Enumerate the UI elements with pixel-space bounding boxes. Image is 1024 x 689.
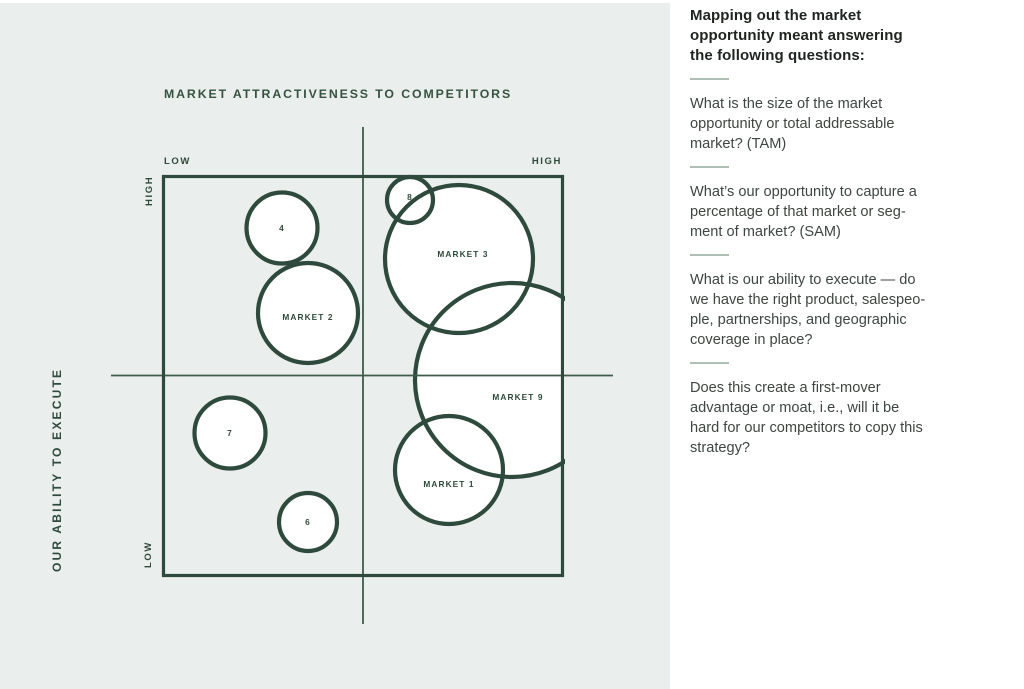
bubble-fill-market-2 xyxy=(258,263,358,363)
bubble-label-4: 4 xyxy=(279,223,285,233)
bubble-market-9 xyxy=(412,280,565,480)
bubble-label-market-9: MARKET 9 xyxy=(492,392,543,402)
bubble-market-3 xyxy=(382,182,536,336)
bubble-fill-7 xyxy=(194,397,266,469)
bubble-label-market-3: MARKET 3 xyxy=(437,249,488,259)
bubble-4 xyxy=(244,190,320,266)
section-divider xyxy=(690,254,729,256)
bubble-fill-4 xyxy=(246,192,318,264)
bubble-market-2 xyxy=(255,260,361,366)
matrix-frame xyxy=(161,174,565,578)
bubble-fill-market-1 xyxy=(395,416,503,524)
y-axis-title: OUR ABILITY TO EXECUTE xyxy=(50,368,64,572)
question-tam: What is the size of the market opportuni… xyxy=(690,96,895,152)
bubble-fill-6 xyxy=(279,493,337,551)
section-divider xyxy=(690,166,729,168)
bubble-6 xyxy=(276,490,340,554)
commentary-heading: Mapping out the market opportunity meant… xyxy=(690,7,903,64)
section-divider xyxy=(690,362,729,364)
bubble-7 xyxy=(192,395,268,471)
question-first-mover: Does this create a first-mover advantage… xyxy=(690,380,923,456)
bubble-label-6: 6 xyxy=(305,517,311,527)
y-axis-high-label: HIGH xyxy=(144,176,155,206)
y-axis-low-label: LOW xyxy=(143,541,154,568)
bubble-label-market-1: MARKET 1 xyxy=(423,479,474,489)
bubble-market-1 xyxy=(392,413,506,527)
bubble-strokes-layer xyxy=(192,174,565,554)
bubble-label-8: 8 xyxy=(407,192,413,202)
commentary-panel: Mapping out the market opportunity meant… xyxy=(690,6,990,458)
x-axis-low-label: LOW xyxy=(164,156,191,167)
bubble-label-7: 7 xyxy=(227,428,233,438)
chart-title: MARKET ATTRACTIVENESS TO COMPETITORS xyxy=(164,87,512,101)
x-axis-high-label: HIGH xyxy=(532,156,562,167)
section-divider xyxy=(690,78,729,80)
question-sam: What’s our opportunity to capture a perc… xyxy=(690,184,917,240)
bubble-label-market-2: MARKET 2 xyxy=(282,312,333,322)
question-ability-to-execute: What is our ability to execute — do we h… xyxy=(690,272,926,348)
